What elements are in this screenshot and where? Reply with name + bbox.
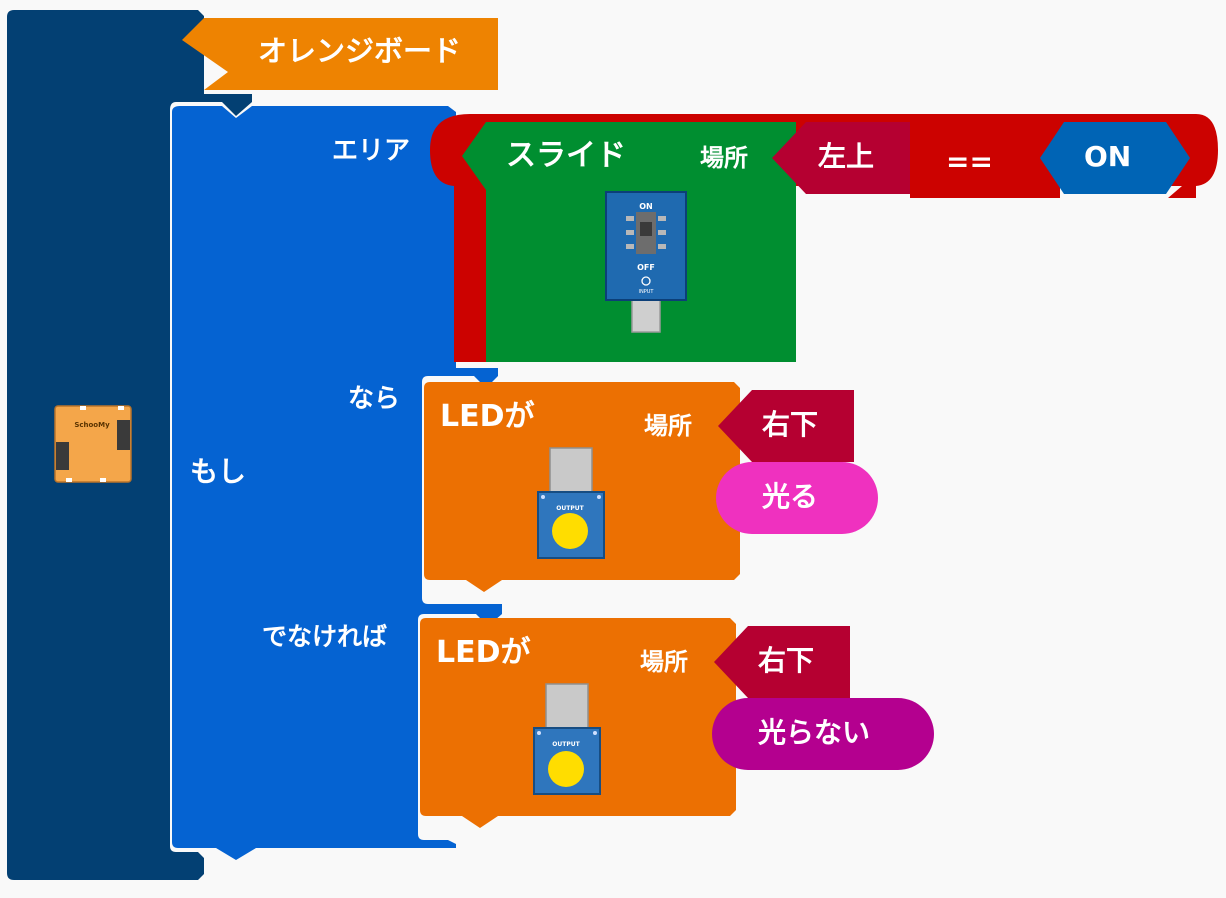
else-action-text: 光らない [758,716,871,749]
else-label: でなければ [262,622,388,651]
location-value-top-left[interactable] [772,122,910,194]
else-action-off[interactable] [712,698,934,770]
if-block[interactable] [172,106,502,860]
else-location-text: 右下 [758,644,815,677]
then-module-tag: OUTPUT [556,505,584,512]
on-value-block[interactable] [1040,122,1190,194]
else-module-tag: OUTPUT [552,741,580,748]
compare-value: ON [1084,140,1132,173]
else-device-label: LEDが [436,635,531,670]
if-label: もし [190,455,247,488]
else-location-label: 場所 [640,648,688,676]
switch-tag-text: INPUT [639,289,655,295]
then-device-label: LEDが [440,399,535,434]
board-title: オレンジボード [258,34,462,68]
switch-off-text: OFF [637,263,655,272]
board-title-tag[interactable] [182,18,498,90]
board-chip-icon [54,405,132,483]
switch-on-text: ON [639,202,653,211]
comparison-operator: == [946,145,993,178]
else-led-image [533,683,601,795]
board-chip-label: SchooMy [74,421,110,429]
sensor-label: スライド [506,138,626,173]
then-location-label: 場所 [644,412,692,440]
then-led-image [537,447,605,559]
then-action-text: 光る [762,480,819,513]
else-location-value[interactable] [714,626,850,698]
slide-switch-image [605,191,687,333]
then-label: なら [348,384,401,414]
area-label: エリア [332,136,411,166]
condition-location-label: 場所 [700,144,748,172]
then-location-text: 右下 [762,408,819,441]
condition-location-value: 左上 [818,140,875,173]
then-action-on[interactable] [716,462,878,534]
then-location-value[interactable] [718,390,854,462]
